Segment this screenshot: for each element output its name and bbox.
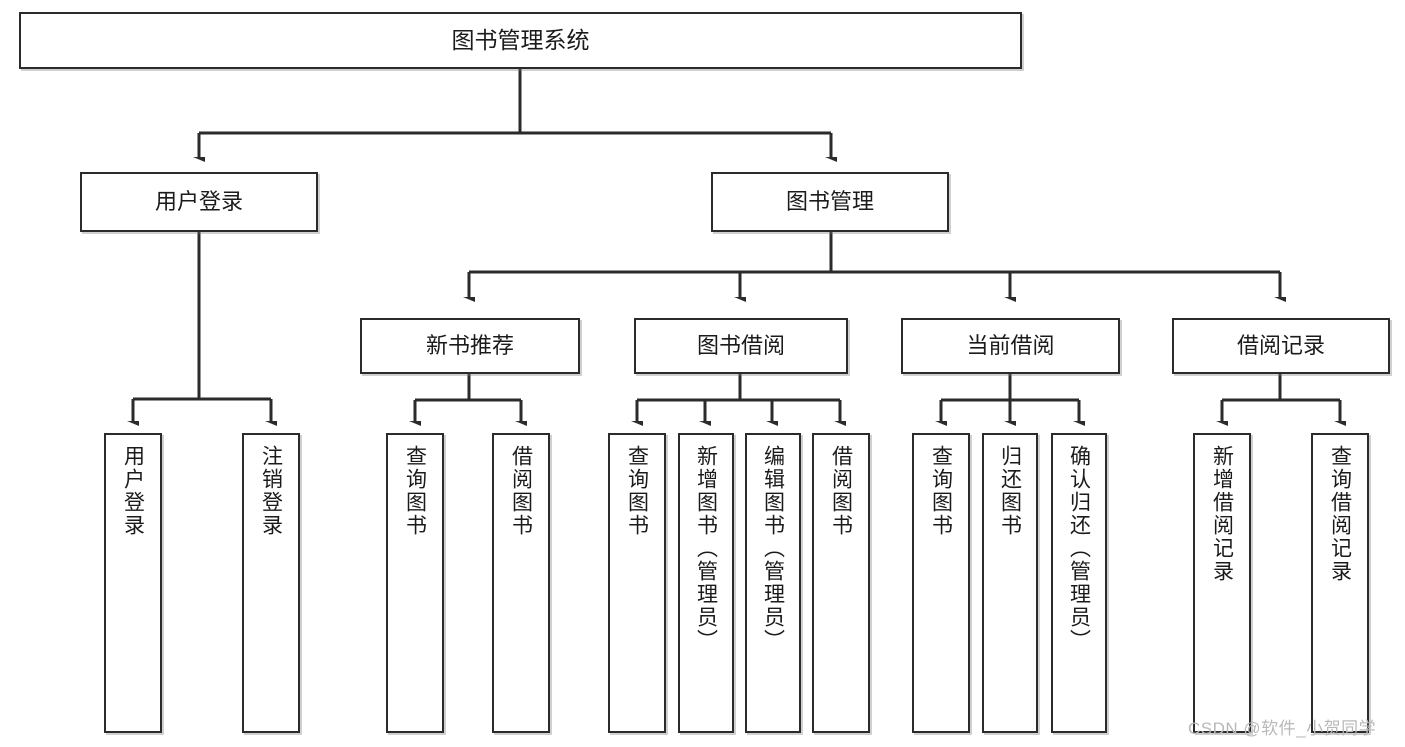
leaf-query-book-borrow[interactable]: 查询图书 [608,433,666,733]
leaf-logout[interactable]: 注销登录 [242,433,300,733]
node-label: 借阅图书 [829,445,853,537]
node-label: 图书管理系统 [451,26,590,53]
node-label: 图书管理 [785,188,874,214]
node-label: 查询借阅记录 [1328,445,1352,583]
leaf-edit-book-admin[interactable]: 编辑图书（管理员） [745,433,801,733]
node-label: 归还图书 [998,445,1022,537]
node-label: 图书借阅 [696,332,785,358]
node-book-borrow[interactable]: 图书借阅 [634,318,848,374]
leaf-query-borrow-record[interactable]: 查询借阅记录 [1311,433,1369,733]
leaf-query-book-recommend[interactable]: 查询图书 [386,433,444,733]
node-root-library-system[interactable]: 图书管理系统 [19,12,1022,69]
node-new-book-recommend[interactable]: 新书推荐 [360,318,580,374]
leaf-confirm-return-admin[interactable]: 确认归还（管理员） [1051,433,1107,733]
node-borrow-record[interactable]: 借阅记录 [1172,318,1390,374]
leaf-borrow-book-recommend[interactable]: 借阅图书 [492,433,550,733]
node-book-management[interactable]: 图书管理 [711,172,949,232]
node-label: 用户登录 [154,188,243,214]
node-user-login[interactable]: 用户登录 [80,172,318,232]
node-label: 编辑图书（管理员） [761,445,785,652]
node-label: 查询图书 [929,445,953,537]
leaf-add-borrow-record[interactable]: 新增借阅记录 [1193,433,1251,733]
node-label: 借阅图书 [509,445,533,537]
node-current-borrow[interactable]: 当前借阅 [901,318,1120,374]
node-label: 用户登录 [121,445,145,537]
node-label: 查询图书 [403,445,427,537]
node-label: 当前借阅 [966,332,1055,358]
node-label: 新增借阅记录 [1210,445,1234,583]
leaf-add-book-admin[interactable]: 新增图书（管理员） [678,433,734,733]
leaf-return-book[interactable]: 归还图书 [982,433,1038,733]
node-label: 确认归还（管理员） [1067,445,1091,652]
node-label: 新增图书（管理员） [694,445,718,652]
node-label: 新书推荐 [425,332,514,358]
node-label: 借阅记录 [1236,332,1325,358]
node-label: 查询图书 [625,445,649,537]
leaf-user-login[interactable]: 用户登录 [104,433,162,733]
leaf-borrow-book[interactable]: 借阅图书 [812,433,870,733]
leaf-query-book-current[interactable]: 查询图书 [912,433,970,733]
node-label: 注销登录 [259,445,283,537]
watermark: CSDN @软件_小贺同学 [1188,719,1377,738]
